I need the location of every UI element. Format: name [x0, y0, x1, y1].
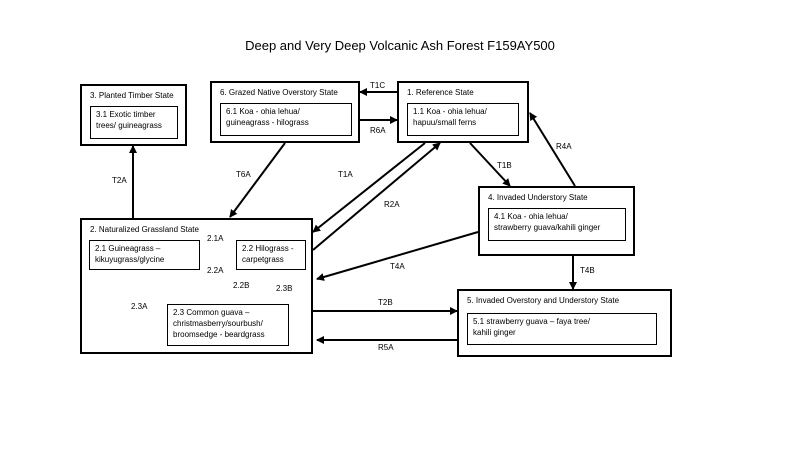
label-2-3a: 2.3A [131, 302, 148, 311]
label-t1b: T1B [497, 161, 512, 170]
arrow-r2a [312, 142, 441, 251]
label-t4a: T4A [390, 262, 405, 271]
label-t1c: T1C [370, 81, 386, 90]
community-6-1-line-2: guineagrass - hilograss [226, 118, 309, 127]
arrow-t1a [312, 142, 426, 233]
community-2-3: 2.3 Common guava – christmasberry/sourbu… [167, 304, 289, 346]
label-r5a: R5A [378, 343, 394, 352]
state-2-naturalized-grassland: 2. Naturalized Grassland State 2.1 Guine… [80, 218, 313, 354]
community-5-1: 5.1 strawberry guava – faya tree/ kahili… [467, 313, 657, 345]
label-2-2b: 2.2B [233, 281, 250, 290]
state-6-title: 6. Grazed Native Overstory State [220, 88, 338, 97]
community-3-1: 3.1 Exotic timber trees/ guineagrass [90, 106, 178, 139]
state-2-title: 2. Naturalized Grassland State [90, 225, 199, 234]
label-t2b: T2B [378, 298, 393, 307]
community-2-1-line-2: kikuyugrass/glycine [95, 255, 165, 264]
arrow-r4a [529, 112, 576, 187]
state-1-reference: 1. Reference State 1.1 Koa - ohia lehua/… [397, 81, 529, 143]
label-r6a: R6A [370, 126, 386, 135]
label-2-3b: 2.3B [276, 284, 293, 293]
community-6-1: 6.1 Koa - ohia lehua/ guineagrass - hilo… [220, 103, 352, 136]
community-4-1-line-1: 4.1 Koa - ohia lehua/ [494, 212, 568, 221]
state-5-invaded-overstory-understory: 5. Invaded Overstory and Understory Stat… [457, 289, 672, 357]
community-2-2: 2.2 Hilograss - carpetgrass [236, 240, 306, 270]
community-2-2-line-1: 2.2 Hilograss - [242, 244, 294, 253]
community-5-1-line-2: kahili ginger [473, 328, 516, 337]
state-3-planted-timber: 3. Planted Timber State 3.1 Exotic timbe… [80, 84, 187, 146]
state-3-title: 3. Planted Timber State [90, 91, 174, 100]
community-4-1: 4.1 Koa - ohia lehua/ strawberry guava/k… [488, 208, 626, 241]
community-3-1-line-2: trees/ guineagrass [96, 121, 162, 130]
label-t1a: T1A [338, 170, 353, 179]
community-2-3-line-1: 2.3 Common guava – [173, 308, 250, 317]
community-1-1: 1.1 Koa - ohia lehua/ hapuu/small ferns [407, 103, 519, 136]
state-4-title: 4. Invaded Understory State [488, 193, 588, 202]
arrow-t4a [316, 231, 479, 281]
community-2-3-line-3: broomsedge - beardgrass [173, 330, 265, 339]
state-1-title: 1. Reference State [407, 88, 474, 97]
community-2-2-line-2: carpetgrass [242, 255, 284, 264]
diagram-title: Deep and Very Deep Volcanic Ash Forest F… [245, 38, 555, 53]
label-t6a: T6A [236, 170, 251, 179]
community-6-1-line-1: 6.1 Koa - ohia lehua/ [226, 107, 300, 116]
arrow-t1b [469, 142, 511, 187]
label-t2a: T2A [112, 176, 127, 185]
label-r2a: R2A [384, 200, 400, 209]
label-r4a: R4A [556, 142, 572, 151]
community-2-1: 2.1 Guineagrass – kikuyugrass/glycine [89, 240, 200, 270]
community-3-1-line-1: 3.1 Exotic timber [96, 110, 156, 119]
community-4-1-line-2: strawberry guava/kahili ginger [494, 223, 601, 232]
label-t4b: T4B [580, 266, 595, 275]
community-2-3-line-2: christmasberry/sourbush/ [173, 319, 263, 328]
label-2-2a: 2.2A [207, 266, 224, 275]
community-1-1-line-2: hapuu/small ferns [413, 118, 477, 127]
state-6-grazed-native-overstory: 6. Grazed Native Overstory State 6.1 Koa… [210, 81, 360, 143]
community-1-1-line-1: 1.1 Koa - ohia lehua/ [413, 107, 487, 116]
state-4-invaded-understory: 4. Invaded Understory State 4.1 Koa - oh… [478, 186, 635, 256]
state-5-title: 5. Invaded Overstory and Understory Stat… [467, 296, 620, 305]
arrow-t6a [229, 142, 286, 218]
label-2-1a: 2.1A [207, 234, 224, 243]
community-2-1-line-1: 2.1 Guineagrass – [95, 244, 161, 253]
community-5-1-line-1: 5.1 strawberry guava – faya tree/ [473, 317, 590, 326]
